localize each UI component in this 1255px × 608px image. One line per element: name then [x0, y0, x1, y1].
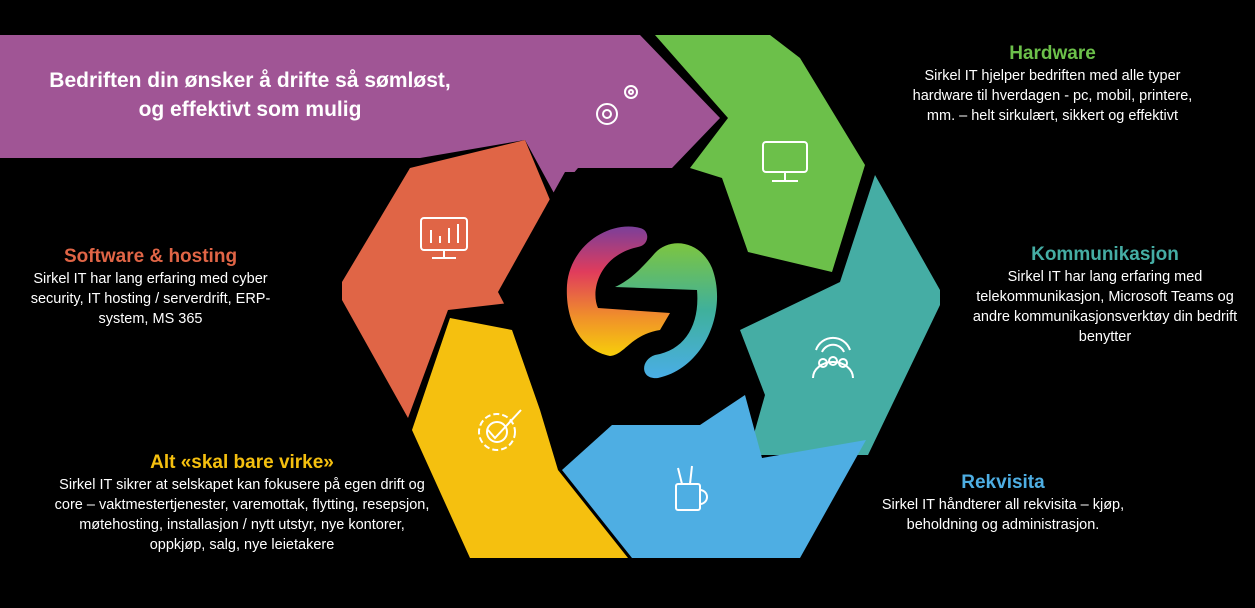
sirkel-logo [566, 226, 718, 379]
segment-intro [0, 35, 720, 195]
alt-text: Sirkel IT sikrer at selskapet kan fokuse… [54, 477, 430, 553]
segment-hardware [655, 35, 865, 272]
rekvisita-text: Sirkel IT håndterer all rekvisita – kjøp… [881, 497, 1125, 533]
hardware-title: Hardware [1009, 43, 1096, 64]
software-title: Software & hosting [63, 246, 238, 267]
segment-kommunikasjon [740, 175, 940, 455]
kommunikasjon-text: Sirkel IT har lang erfaring med telekomm… [972, 269, 1238, 345]
gear-check-icon [478, 409, 522, 451]
gears-icon [596, 85, 638, 125]
rekvisita-title: Rekvisita [961, 472, 1045, 493]
kommunikasjon-title: Kommunikasjon [1031, 244, 1179, 265]
alt-title: Alt «skal bare virke» [150, 452, 334, 473]
people-wifi-icon [812, 336, 854, 379]
headline: Bedriften din ønsker å drifte så sømløst… [20, 66, 480, 124]
hardware-text: Sirkel IT hjelper bedriften med alle typ… [912, 68, 1193, 124]
alt-block: Alt «skal bare virke» Sirkel IT sikrer at… [52, 451, 432, 555]
software-text: Sirkel IT har lang erfaring med cyber se… [30, 271, 271, 327]
segment-rekvisita [562, 395, 866, 558]
segment-alt [412, 318, 628, 558]
pen-cup-icon [675, 465, 708, 511]
headline-line1: Bedriften din ønsker å drifte så sømløst… [49, 69, 451, 92]
monitor-chart-icon [420, 217, 468, 259]
segment-software [342, 140, 550, 418]
headline-line2: og effektivt som mulig [138, 98, 362, 121]
monitor-icon [762, 141, 808, 182]
